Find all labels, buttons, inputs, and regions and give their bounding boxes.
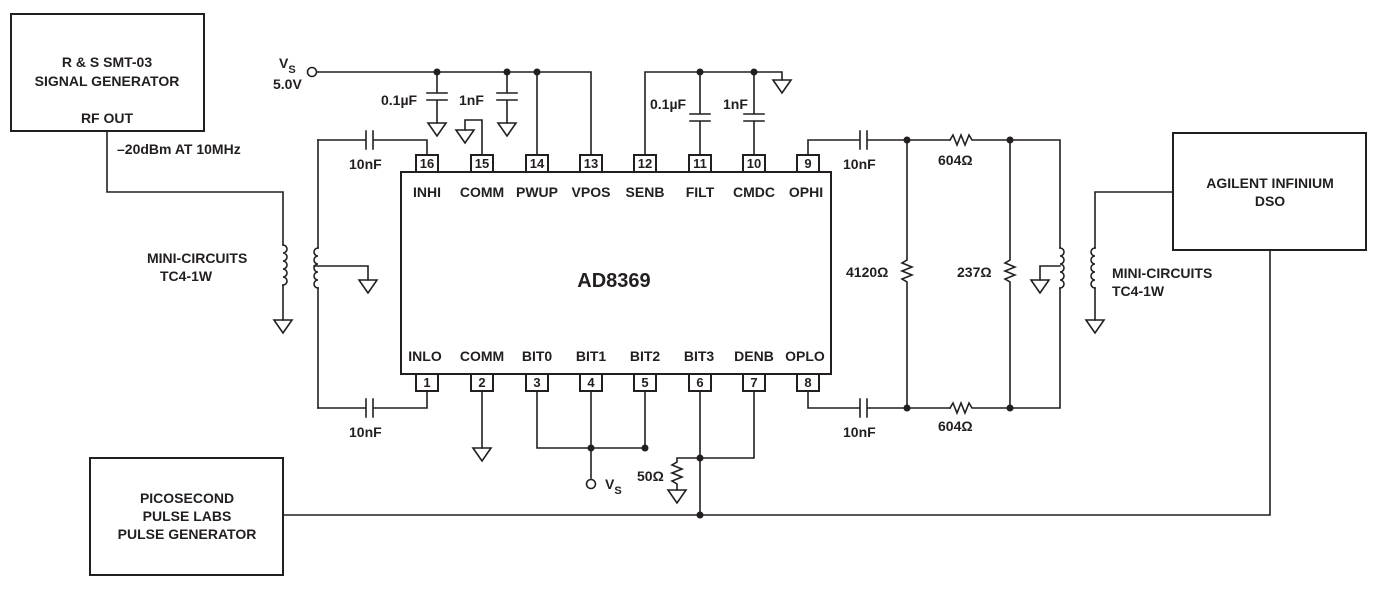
pin-15-name: COMM: [460, 184, 504, 200]
ad8369-chip: AD8369: [400, 171, 832, 375]
pulse-generator-label-1: PICOSECOND: [140, 490, 234, 506]
bit-network: VS 50Ω: [282, 249, 1271, 519]
pin-7-number: 7: [750, 375, 757, 390]
pulse-generator-label-2: PULSE LABS: [143, 508, 232, 524]
signal-generator-label-1: R & S SMT-03: [62, 54, 152, 70]
ground-icon: [1084, 319, 1106, 335]
ground-icon: [771, 79, 793, 95]
pin-9-name: OPHI: [789, 184, 823, 200]
pulse-generator-box: PICOSECOND PULSE LABS PULSE GENERATOR: [89, 457, 284, 576]
supply-voltage-label: 5.0V: [273, 76, 302, 92]
pin-3-name: BIT0: [522, 348, 553, 364]
cap-vpos-1nF-label: 1nF: [459, 92, 484, 108]
cap-ophi-label: 10nF: [843, 156, 876, 172]
cap-filt-label: 0.1µF: [650, 96, 687, 112]
cap-inhi-label: 10nF: [349, 156, 382, 172]
pin-1-number: 1: [423, 375, 430, 390]
pin-5-number: 5: [641, 375, 648, 390]
pin-13-number: 13: [584, 156, 598, 171]
pin-16-number: 16: [420, 156, 434, 171]
input-transformer-label-1: MINI-CIRCUITS: [147, 250, 247, 266]
output-transformer-label-2: TC4-1W: [1112, 283, 1165, 299]
pin-11-name: FILT: [686, 184, 715, 200]
dso-label-1: AGILENT INFINIUM: [1206, 175, 1334, 191]
pin-6-name: BIT3: [684, 348, 715, 364]
ground-icon: [272, 319, 294, 335]
pin-9-number: 9: [804, 156, 811, 171]
signal-generator-label-2: SIGNAL GENERATOR: [35, 73, 180, 89]
comm-2-ground: [471, 390, 493, 463]
pin-13-name: VPOS: [572, 184, 611, 200]
supply-label: VS: [279, 55, 296, 76]
cap-inlo-label: 10nF: [349, 424, 382, 440]
pin-1-name: INLO: [408, 348, 442, 364]
ground-icon: [666, 489, 688, 505]
chip-name: AD8369: [577, 270, 650, 292]
pin-11-number: 11: [693, 156, 707, 171]
senb-network: 0.1µF 1nF: [644, 68, 793, 156]
pin-2-name: COMM: [460, 348, 504, 364]
supply-rail: VS 5.0V: [273, 55, 592, 156]
supply-terminal: [306, 66, 318, 78]
pin-16-name: INHI: [413, 184, 441, 200]
pin-14-number: 14: [530, 156, 545, 171]
resistor-4120-label: 4120Ω: [846, 264, 888, 280]
comm-15-ground: [454, 119, 483, 156]
output-network: 10nF 604Ω 10nF 604Ω 4120Ω 237Ω MINI-CIRC…: [807, 130, 1212, 440]
input-network: 10nF 10nF MINI-CIRCUITS TC4-1W: [106, 130, 428, 440]
resistor-50-label: 50Ω: [637, 468, 664, 484]
cap-cmdc-label: 1nF: [723, 96, 748, 112]
pin-12-name: SENB: [626, 184, 665, 200]
pin-10-name: CMDC: [733, 184, 775, 200]
pulse-generator-label-3: PULSE GENERATOR: [118, 526, 257, 542]
resistor-top-label: 604Ω: [938, 152, 973, 168]
pin-6-number: 6: [696, 375, 703, 390]
pin-5-name: BIT2: [630, 348, 661, 364]
pin-4-number: 4: [587, 375, 595, 390]
pin-2-number: 2: [478, 375, 485, 390]
ground-icon: [357, 279, 379, 295]
pin-15-number: 15: [475, 156, 489, 171]
source-level-label: –20dBm AT 10MHz: [117, 141, 241, 157]
dso-label-2: DSO: [1255, 193, 1285, 209]
signal-generator-rf-out-label: RF OUT: [81, 110, 134, 126]
cap-vpos-0p1uF: 0.1µF: [381, 71, 448, 138]
pin-8-number: 8: [804, 375, 811, 390]
pin-3-number: 3: [533, 375, 540, 390]
dso-box: AGILENT INFINIUM DSO: [1172, 132, 1367, 251]
pin-14-name: PWUP: [516, 184, 558, 200]
cap-oplo-label: 10nF: [843, 424, 876, 440]
bottom-pins: INLO 1 COMM 2 BIT0 3 BIT1 4 BIT2 5 BIT3 …: [408, 348, 825, 392]
pin-10-number: 10: [747, 156, 761, 171]
pin-8-name: OPLO: [785, 348, 825, 364]
bit-supply-terminal: [585, 478, 597, 490]
pin-4-name: BIT1: [576, 348, 607, 364]
pin-12-number: 12: [638, 156, 652, 171]
ground-icon: [471, 447, 493, 463]
ground-icon: [1029, 279, 1051, 295]
input-transformer-label-2: TC4-1W: [160, 268, 213, 284]
cap-vpos-0p1uF-label: 0.1µF: [381, 92, 418, 108]
top-pins: 16 INHI 15 COMM 14 PWUP 13 VPOS 12 SENB …: [413, 154, 823, 200]
cap-vpos-1nF: 1nF: [459, 71, 518, 138]
resistor-237-label: 237Ω: [957, 264, 992, 280]
output-transformer-label-1: MINI-CIRCUITS: [1112, 265, 1212, 281]
resistor-bottom-label: 604Ω: [938, 418, 973, 434]
signal-generator-box: R & S SMT-03 SIGNAL GENERATOR RF OUT: [10, 13, 205, 132]
pin-7-name: DENB: [734, 348, 774, 364]
ground-icon: [454, 129, 476, 145]
bit-supply-label: VS: [605, 476, 622, 497]
